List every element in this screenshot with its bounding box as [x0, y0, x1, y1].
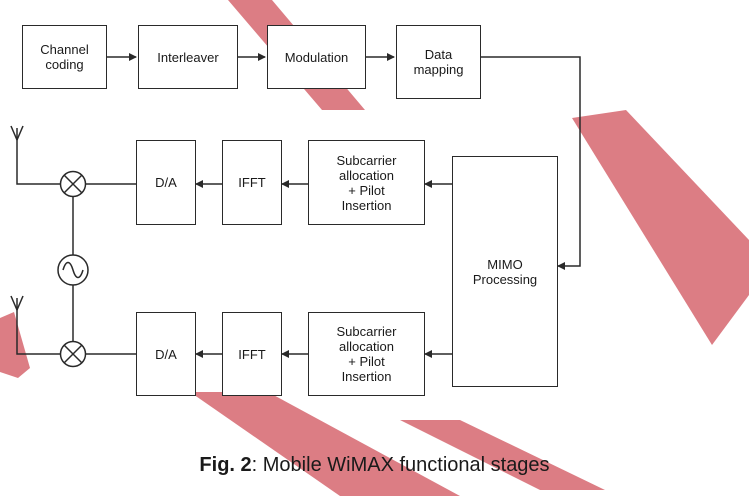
watermark-stripe — [572, 110, 749, 345]
subcarrier-allocation-label-bottom: Subcarrier allocation + Pilot Insertion — [336, 324, 397, 384]
ifft-block-top: IFFT — [222, 140, 282, 225]
channel-coding-label: Channel coding — [40, 42, 89, 72]
interleaver-label: Interleaver — [157, 49, 219, 65]
line-mixer-to-antenna-bottom — [16, 308, 60, 355]
antenna-icon — [10, 125, 24, 141]
da-label-top: D/A — [155, 175, 177, 190]
ifft-block-bottom: IFFT — [222, 312, 282, 396]
antenna-icon — [10, 295, 24, 311]
line-mixer-to-antenna-top — [16, 138, 60, 185]
channel-coding-block: Channel coding — [22, 25, 107, 89]
mimo-processing-block: MIMO Processing — [452, 156, 558, 387]
data-mapping-block: Data mapping — [396, 25, 481, 99]
subcarrier-allocation-block-bottom: Subcarrier allocation + Pilot Insertion — [308, 312, 425, 396]
da-label-bottom: D/A — [155, 346, 177, 362]
figure-caption-label: Fig. 2 — [199, 454, 252, 476]
mixer-icon — [59, 340, 87, 368]
da-block-top: D/A — [136, 140, 196, 225]
da-block-bottom: D/A — [136, 312, 196, 396]
watermark-stripe — [190, 392, 460, 496]
subcarrier-allocation-block-top: Subcarrier allocation + Pilot Insertion — [308, 140, 425, 225]
watermark-stripe — [400, 420, 605, 490]
figure-caption: Fig. 2: Mobile WiMAX functional stages — [0, 454, 749, 477]
ifft-label-bottom: IFFT — [238, 346, 266, 362]
modulation-block: Modulation — [267, 25, 366, 89]
figure-caption-text: : Mobile WiMAX functional stages — [251, 454, 550, 476]
connectors — [16, 53, 581, 358]
modulation-label: Modulation — [284, 49, 349, 65]
oscillator-icon — [57, 254, 89, 286]
watermark-stripe — [0, 312, 30, 378]
subcarrier-allocation-label-top: Subcarrier allocation + Pilot Insertion — [336, 152, 397, 213]
interleaver-block: Interleaver — [138, 25, 238, 89]
ifft-label-top: IFFT — [238, 175, 266, 190]
mixer-icon — [59, 170, 87, 198]
mimo-processing-label: MIMO Processing — [472, 256, 538, 287]
data-mapping-label: Data mapping — [413, 47, 464, 77]
arrow-mapping-to-mimo — [481, 56, 581, 270]
